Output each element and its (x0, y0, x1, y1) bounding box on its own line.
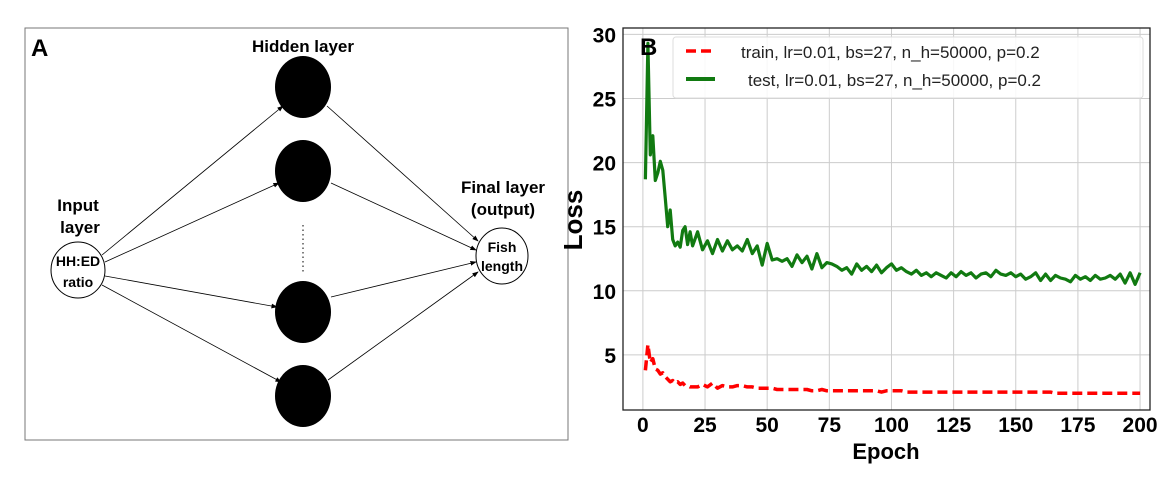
legend-test-label: test, lr=0.01, bs=27, n_h=50000, p=0.2 (748, 71, 1041, 90)
input-node-text: ratio (63, 274, 93, 290)
input-node (50, 241, 106, 299)
test-loss-line (643, 41, 1142, 286)
network-diagram: A Hidden layer HH:ED ratio Input layer F… (24, 27, 569, 441)
edge (326, 105, 479, 242)
output-node (475, 227, 529, 285)
legend-train-label: train, lr=0.01, bs=27, n_h=50000, p=0.2 (741, 43, 1040, 62)
hidden-layer-label: Hidden layer (252, 37, 354, 56)
edge (101, 284, 282, 383)
connections (101, 105, 479, 383)
x-ticks: 0 25 50 75 100 125 150 175 200 (637, 414, 1158, 437)
x-tick-label: 0 (637, 414, 649, 437)
x-axis-label: Epoch (852, 439, 919, 464)
legend-box (672, 36, 1144, 99)
hidden-node (275, 56, 331, 118)
input-layer-label: Input (57, 196, 99, 215)
edge (104, 182, 280, 263)
x-tick-label: 100 (874, 414, 909, 437)
x-tick-label: 75 (818, 414, 842, 437)
series-lines (643, 41, 1142, 396)
y-axis-label: Loss (558, 190, 588, 251)
legend: train, lr=0.01, bs=27, n_h=50000, p=0.2 … (672, 36, 1144, 99)
x-tick-label: 150 (998, 414, 1033, 437)
final-layer-label: (output) (471, 200, 535, 219)
edge (327, 271, 479, 381)
edge (104, 275, 278, 309)
panel-a-label: A (31, 35, 48, 62)
y-tick-label: 25 (593, 89, 617, 112)
x-tick-label: 25 (693, 414, 717, 437)
edge (330, 182, 477, 251)
y-ticks: 5 10 15 20 25 30 (593, 24, 617, 367)
x-tick-label: 175 (1060, 414, 1095, 437)
x-tick-label: 125 (936, 414, 971, 437)
output-node-text: Fish (488, 239, 517, 255)
x-tick-label: 200 (1123, 414, 1158, 437)
axes-frame (622, 27, 1151, 411)
panel-b-label: B (640, 34, 657, 61)
y-tick-label: 5 (604, 345, 616, 368)
edge (330, 260, 477, 298)
edge (101, 105, 284, 256)
input-node-text: HH:ED (56, 253, 100, 269)
output-node-text: length (481, 258, 523, 274)
train-loss-line (643, 342, 1141, 396)
hidden-node (275, 281, 331, 343)
final-layer-label: Final layer (461, 178, 545, 197)
y-tick-label: 30 (593, 24, 616, 47)
loss-chart: 0 25 50 75 100 125 150 175 200 5 10 15 20 25 30 B Epo… (558, 24, 1158, 464)
y-tick-label: 15 (593, 217, 617, 240)
hidden-node (275, 140, 331, 202)
hidden-node (275, 365, 331, 427)
input-layer-label: layer (60, 218, 100, 237)
x-tick-label: 50 (755, 414, 778, 437)
y-tick-label: 10 (593, 281, 616, 304)
y-tick-label: 20 (593, 153, 616, 176)
